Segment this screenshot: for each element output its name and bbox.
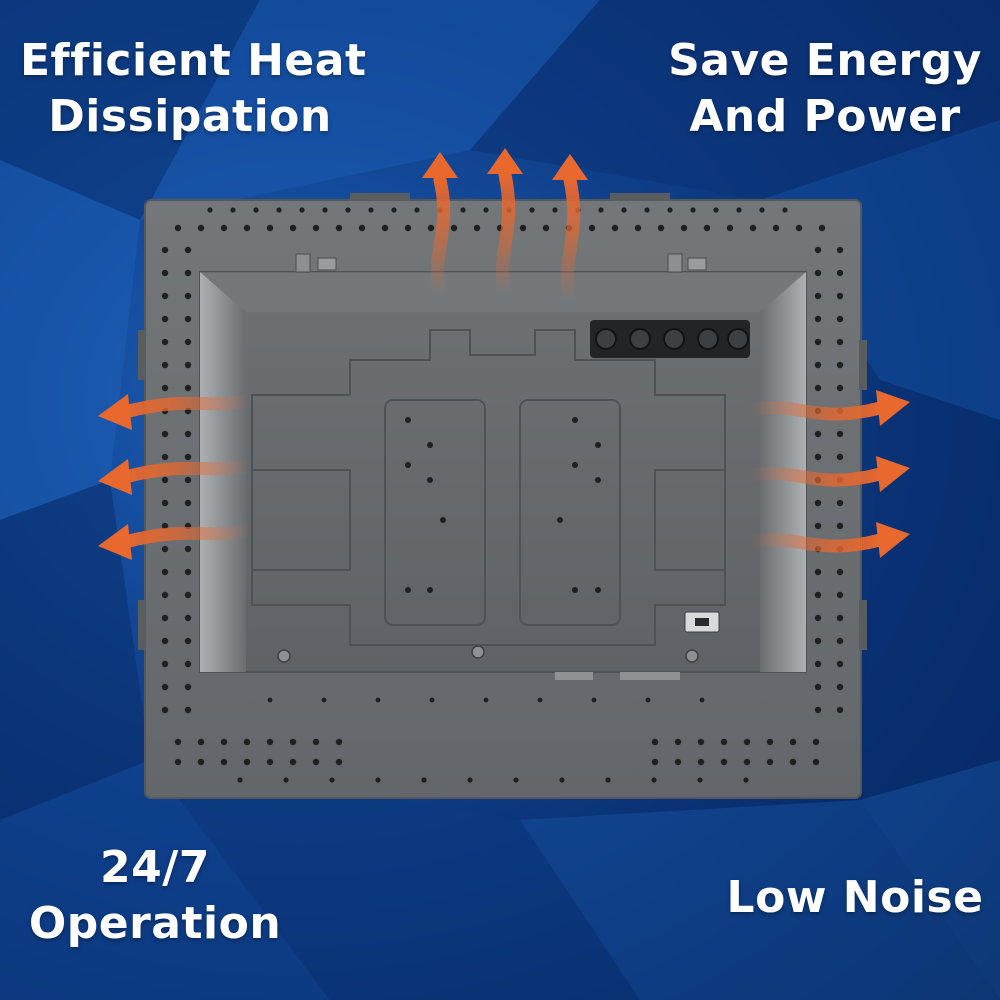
heat-arrow-icon [552,154,588,180]
heat-arrow-icon [876,390,910,426]
caption-line: Dissipation [48,91,332,142]
ventilation-holes [161,207,844,783]
heat-arrow-icon [98,524,132,560]
heat-arrows-left [98,393,257,560]
io-port-icon [697,328,719,350]
vesa-mount-holes [405,417,601,593]
rear-panel-outline [251,329,726,646]
io-port-icon [629,328,651,350]
caption-line: 24/7 [100,842,210,893]
heat-arrows-up [422,148,588,307]
caption-low-noise: Low Noise [720,870,990,926]
caption-line: Save Energy [668,35,982,86]
caption-heat-dissipation: Efficient Heat Dissipation [20,33,367,145]
caption-operation: 24/7 Operation [20,840,290,952]
heat-arrow-icon [876,522,910,558]
heat-arrow-icon [876,456,910,492]
caption-line: Low Noise [726,872,984,923]
heat-arrow-icon [98,394,132,430]
heat-arrows-right [743,390,910,558]
caption-line: And Power [689,91,961,142]
io-port-icon [663,328,685,350]
io-port-icon [595,328,617,350]
heat-arrow-icon [98,459,132,495]
caption-save-energy: Save Energy And Power [660,33,990,145]
io-port-icon [727,328,749,350]
heat-arrow-icon [487,148,523,174]
caption-line: Efficient Heat [20,35,367,86]
heat-arrow-icon [422,152,458,178]
caption-line: Operation [28,898,282,949]
